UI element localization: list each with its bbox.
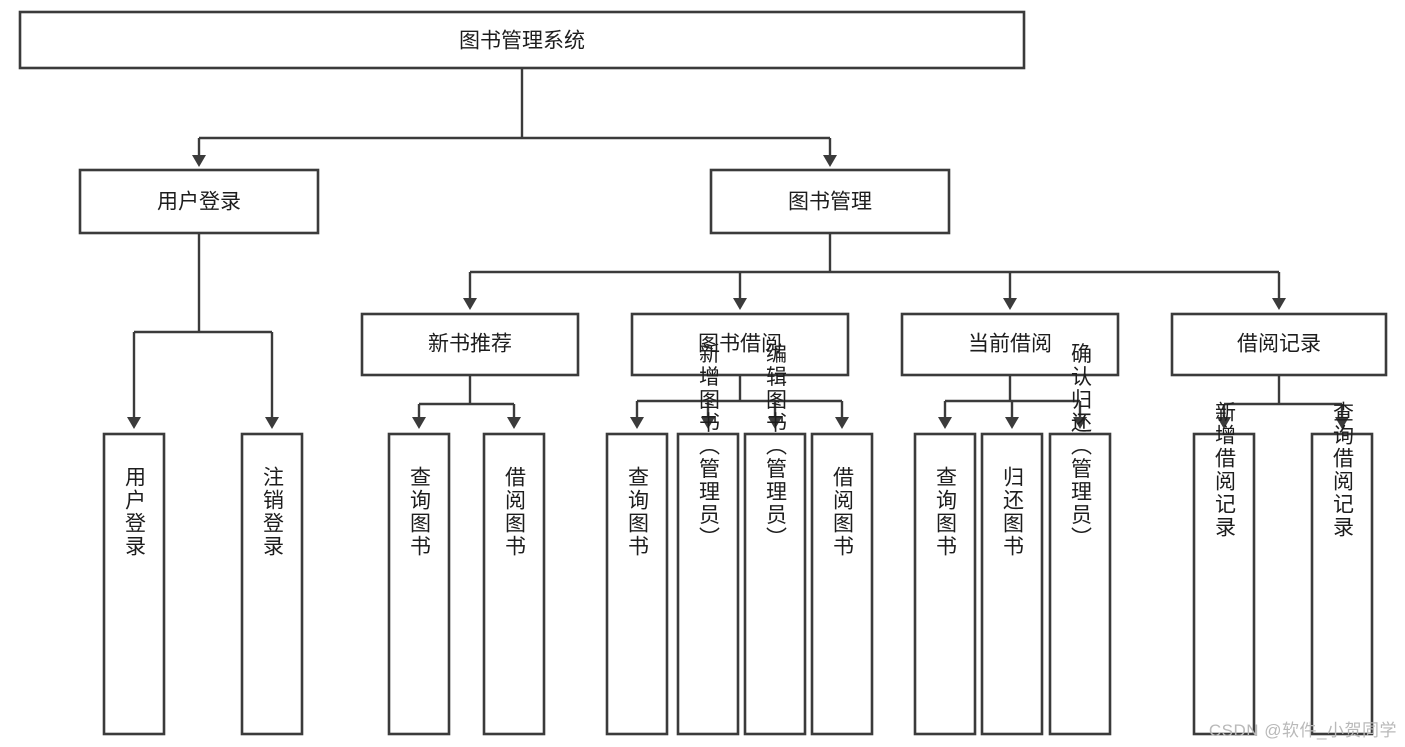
node-book-manage-box[interactable] <box>709 168 951 235</box>
edges-current-borrow-to-leaves <box>938 375 1087 429</box>
node-leaf-book-borrow-2-box[interactable] <box>676 432 740 736</box>
node-leaf-current-borrow-3-label: 确认归还（管理员） <box>1069 343 1093 550</box>
node-book-borrow-label: 图书借阅 <box>698 333 782 356</box>
csdn-watermark: CSDN @软件_小贺同学 <box>1208 721 1397 740</box>
node-leaf-current-borrow-2[interactable]: 归还图书 <box>980 432 1044 736</box>
node-current-borrow-label: 当前借阅 <box>968 333 1052 356</box>
node-user-login-box[interactable] <box>78 168 320 235</box>
node-leaf-current-borrow-3[interactable]: 确认归还（管理员） <box>1048 343 1112 736</box>
node-leaf-new-book-2[interactable]: 借阅图书 <box>482 432 546 736</box>
node-current-borrow[interactable]: 当前借阅 <box>900 312 1120 377</box>
node-borrow-record-box[interactable] <box>1170 312 1388 377</box>
node-leaf-book-borrow-1-box[interactable] <box>605 432 669 736</box>
node-leaf-new-book-1-label: 查询图书 <box>408 466 432 558</box>
node-leaf-current-borrow-3-box[interactable] <box>1048 432 1112 736</box>
node-leaf-book-borrow-2-label: 新增图书（管理员） <box>697 343 721 550</box>
edges-borrow-record-to-leaves <box>1217 375 1349 429</box>
edges-user-login-to-leaves <box>127 233 279 429</box>
node-leaf-new-book-1[interactable]: 查询图书 <box>387 432 451 736</box>
node-book-manage[interactable]: 图书管理 <box>709 168 951 235</box>
node-leaf-new-book-2-box[interactable] <box>482 432 546 736</box>
node-leaf-borrow-record-1-box[interactable] <box>1192 432 1256 736</box>
node-book-borrow-box[interactable] <box>630 312 850 377</box>
edges-book-borrow-to-leaves <box>630 375 849 429</box>
node-leaf-book-borrow-1[interactable]: 查询图书 <box>605 432 669 736</box>
edges-new-book-to-leaves <box>412 375 521 429</box>
node-leaf-current-borrow-1-box[interactable] <box>913 432 977 736</box>
node-leaf-user-login-2[interactable]: 注销登录 <box>240 432 304 736</box>
node-leaf-book-borrow-3-label: 编辑图书（管理员） <box>764 343 788 550</box>
node-new-book-recommend[interactable]: 新书推荐 <box>360 312 580 377</box>
node-leaf-book-borrow-4[interactable]: 借阅图书 <box>810 432 874 736</box>
node-user-login-label: 用户登录 <box>157 191 241 214</box>
edges-root-to-level2 <box>192 68 837 167</box>
node-leaf-book-borrow-4-label: 借阅图书 <box>831 466 855 558</box>
node-current-borrow-box[interactable] <box>900 312 1120 377</box>
node-leaf-user-login-2-label: 注销登录 <box>261 466 285 558</box>
node-leaf-book-borrow-3[interactable]: 编辑图书（管理员） <box>743 343 807 736</box>
node-leaf-borrow-record-2[interactable]: 查询借阅记录 <box>1310 401 1374 736</box>
node-leaf-book-borrow-3-box[interactable] <box>743 432 807 736</box>
node-leaf-borrow-record-1[interactable]: 新增借阅记录 <box>1192 401 1256 736</box>
node-leaf-user-login-2-box[interactable] <box>240 432 304 736</box>
node-root-box[interactable] <box>18 10 1026 70</box>
node-borrow-record[interactable]: 借阅记录 <box>1170 312 1388 377</box>
node-leaf-new-book-1-box[interactable] <box>387 432 451 736</box>
node-new-book-recommend-label: 新书推荐 <box>428 333 512 356</box>
node-leaf-current-borrow-1[interactable]: 查询图书 <box>913 432 977 736</box>
node-leaf-borrow-record-1-label: 新增借阅记录 <box>1213 401 1237 539</box>
node-borrow-record-label: 借阅记录 <box>1237 333 1321 356</box>
node-user-login[interactable]: 用户登录 <box>78 168 320 235</box>
edges-book-manage-to-level3 <box>463 233 1286 310</box>
node-leaf-borrow-record-2-box[interactable] <box>1310 432 1374 736</box>
node-leaf-current-borrow-2-label: 归还图书 <box>1001 466 1025 558</box>
node-root[interactable]: 图书管理系统 <box>18 10 1026 70</box>
node-new-book-recommend-box[interactable] <box>360 312 580 377</box>
node-leaf-user-login-1-label: 用户登录 <box>123 466 147 558</box>
node-leaf-book-borrow-4-box[interactable] <box>810 432 874 736</box>
node-leaf-current-borrow-1-label: 查询图书 <box>934 466 958 558</box>
node-leaf-new-book-2-label: 借阅图书 <box>503 466 527 558</box>
node-leaf-user-login-1[interactable]: 用户登录 <box>102 432 166 736</box>
node-root-label: 图书管理系统 <box>459 30 585 53</box>
node-leaf-book-borrow-1-label: 查询图书 <box>626 466 650 558</box>
node-leaf-borrow-record-2-label: 查询借阅记录 <box>1331 401 1355 539</box>
node-leaf-book-borrow-2[interactable]: 新增图书（管理员） <box>676 343 740 736</box>
node-book-manage-label: 图书管理 <box>788 191 872 214</box>
node-leaf-current-borrow-2-box[interactable] <box>980 432 1044 736</box>
node-leaf-user-login-1-box[interactable] <box>102 432 166 736</box>
node-book-borrow[interactable]: 图书借阅 <box>630 312 850 377</box>
